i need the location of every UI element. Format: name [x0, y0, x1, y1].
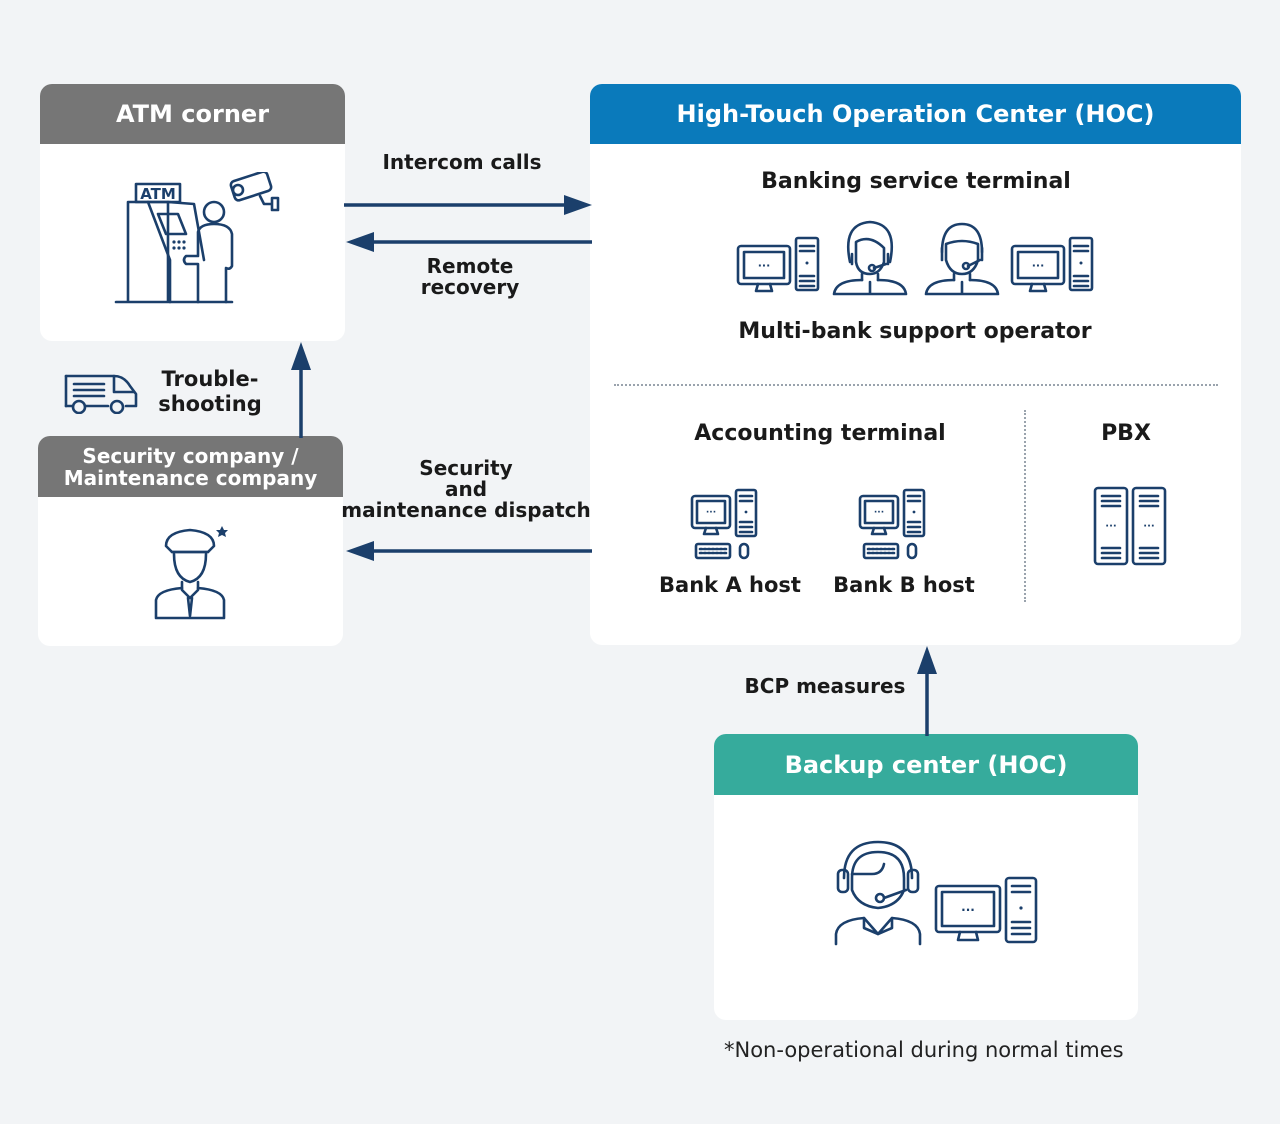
svg-text:···: ··· — [758, 259, 771, 272]
bcp-measures-label: BCP measures — [744, 674, 906, 698]
atm-corner-header: ATM corner — [40, 84, 345, 144]
troubleshooting-line1: Trouble- — [161, 367, 259, 391]
backup-center-box: Backup center (HOC) ··· — [714, 734, 1138, 1020]
troubleshooting-line2: shooting — [158, 392, 262, 417]
svg-text:···: ··· — [961, 903, 975, 917]
service-van-icon — [64, 372, 140, 414]
dispatch-line1: Security — [419, 456, 513, 480]
banking-terminal-label: Banking service terminal — [761, 169, 1071, 194]
dispatch-label: Security and maintenance dispatch — [340, 458, 592, 521]
security-guard-icon — [152, 524, 232, 620]
operator-label: Multi-bank support operator — [738, 319, 1092, 344]
desktop-computer-icon: ··· — [1010, 236, 1096, 294]
bank-b-host-label: Bank B host — [833, 573, 975, 597]
troubleshooting-label: Trouble- shooting — [150, 368, 270, 415]
hoc-title: High-Touch Operation Center (HOC) — [676, 100, 1155, 128]
pbx-label: PBX — [1101, 421, 1151, 446]
bcp-arrow — [917, 646, 937, 736]
security-company-title-line2: Maintenance company — [63, 465, 318, 490]
accounting-terminal-label: Accounting terminal — [694, 421, 946, 446]
server-rack-icon: ··· ··· — [1092, 486, 1168, 566]
dispatch-arrow — [346, 541, 592, 561]
backup-center-header: Backup center (HOC) — [714, 734, 1138, 795]
remote-recovery-arrow — [346, 232, 592, 252]
hoc-header: High-Touch Operation Center (HOC) — [590, 84, 1241, 144]
svg-text:···: ··· — [1032, 259, 1045, 272]
atm-corner-box: ATM corner ATM — [40, 84, 345, 341]
bank-b-host-icon: ··· — [858, 488, 938, 562]
security-company-header: Security company / Maintenance company — [38, 436, 343, 497]
dispatch-line3: maintenance dispatch — [341, 498, 591, 522]
pbx-divider — [1024, 410, 1026, 602]
security-company-title-line1: Security company / — [82, 443, 299, 468]
dispatch-line2: and — [444, 477, 488, 501]
atm-sign-text: ATM — [140, 185, 176, 203]
backup-center-title: Backup center (HOC) — [784, 750, 1068, 779]
desktop-computer-icon: ··· — [736, 236, 822, 294]
atm-corner-title: ATM corner — [115, 100, 270, 128]
section-divider — [614, 384, 1218, 386]
male-operator-headset-icon — [922, 220, 1002, 296]
svg-text:···: ··· — [706, 508, 716, 518]
remote-recovery-label: Remote recovery — [380, 256, 560, 298]
security-company-box: Security company / Maintenance company — [38, 436, 343, 646]
svg-text:···: ··· — [1105, 521, 1116, 532]
bank-a-host-icon: ··· — [690, 488, 770, 562]
intercom-calls-label: Intercom calls — [382, 150, 542, 174]
troubleshooting-arrow — [291, 342, 311, 438]
backup-note: *Non-operational during normal times — [724, 1038, 1124, 1062]
svg-text:···: ··· — [1143, 521, 1154, 532]
remote-recovery-line2: recovery — [420, 275, 520, 299]
svg-text:···: ··· — [874, 508, 884, 518]
bank-a-host-label: Bank A host — [659, 573, 801, 597]
intercom-arrow — [344, 195, 592, 215]
atm-with-user-and-camera-icon: ATM — [112, 172, 292, 304]
operator-with-computer-icon: ··· — [834, 838, 1040, 948]
female-operator-headset-icon — [830, 220, 910, 296]
remote-recovery-line1: Remote — [426, 254, 514, 278]
